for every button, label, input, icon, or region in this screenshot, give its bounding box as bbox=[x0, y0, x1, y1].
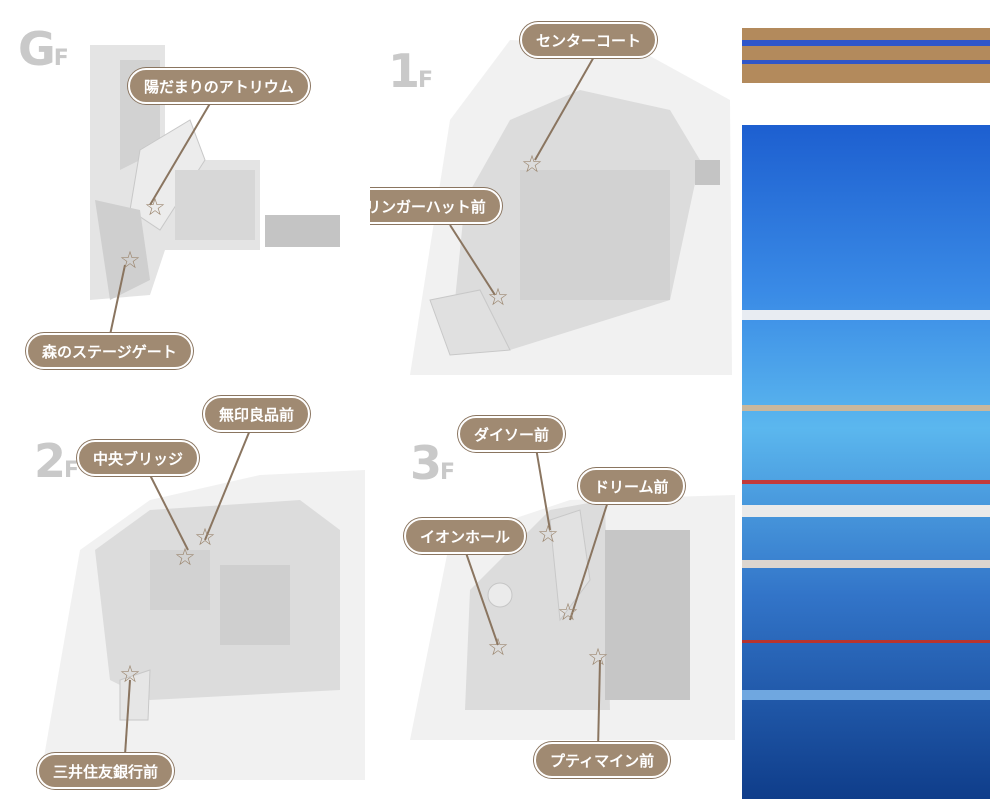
spot-button[interactable]: 森のステージゲート bbox=[26, 333, 193, 369]
spot-button[interactable]: 無印良品前 bbox=[203, 396, 311, 432]
spot-button[interactable]: 三井住友銀行前 bbox=[37, 753, 175, 789]
photo-graphic bbox=[742, 0, 990, 799]
floor-1f-map: ☆ ☆ bbox=[410, 40, 732, 375]
star-icon: ☆ bbox=[487, 283, 509, 311]
spot-button[interactable]: 陽だまりのアトリウム bbox=[128, 68, 310, 104]
star-icon: ☆ bbox=[174, 543, 196, 571]
floor-2f-panel: 2F ☆ ☆ ☆ 無印良品前 中央ブリッジ 三井住友銀行前 bbox=[0, 390, 370, 799]
spot-button[interactable]: 中央ブリッジ bbox=[77, 440, 200, 476]
spot-button[interactable]: ドリーム前 bbox=[578, 468, 685, 504]
photo-image bbox=[742, 0, 990, 799]
star-icon: ☆ bbox=[119, 660, 141, 688]
star-icon: ☆ bbox=[537, 520, 559, 548]
spot-button[interactable]: リンガーハット前 bbox=[370, 188, 502, 224]
floor-3f-panel: 3F ☆ ☆ ☆ ☆ ダイソー前 ドリーム前 イオンホール プティマイン前 bbox=[370, 390, 742, 799]
floor-1f-panel: 1F ☆ ☆ センターコート リンガーハット前 bbox=[370, 0, 742, 390]
spot-button[interactable]: ダイソー前 bbox=[458, 416, 566, 452]
floor-gf-map: ☆ ☆ bbox=[90, 45, 340, 336]
floor-2f-label: 2F bbox=[34, 434, 79, 488]
floor-3f-label: 3F bbox=[410, 436, 455, 490]
spot-button[interactable]: センターコート bbox=[520, 22, 658, 58]
spot-button[interactable]: プティマイン前 bbox=[534, 742, 671, 778]
star-icon: ☆ bbox=[587, 643, 609, 671]
floor-gf-label: GF bbox=[18, 22, 69, 76]
floor-1f-label: 1F bbox=[388, 44, 433, 98]
star-icon: ☆ bbox=[487, 633, 509, 661]
star-icon: ☆ bbox=[144, 193, 166, 221]
star-icon: ☆ bbox=[194, 523, 216, 551]
floor-gf-panel: GF ☆ ☆ 陽だまりのアトリウム 森のステージゲート bbox=[0, 0, 370, 390]
star-icon: ☆ bbox=[521, 150, 543, 178]
floor-2f-map: ☆ ☆ ☆ bbox=[40, 429, 365, 780]
star-icon: ☆ bbox=[119, 246, 141, 274]
floor-3f-map: ☆ ☆ ☆ ☆ bbox=[410, 441, 735, 751]
star-icon: ☆ bbox=[557, 598, 579, 626]
spot-button[interactable]: イオンホール bbox=[404, 518, 527, 554]
